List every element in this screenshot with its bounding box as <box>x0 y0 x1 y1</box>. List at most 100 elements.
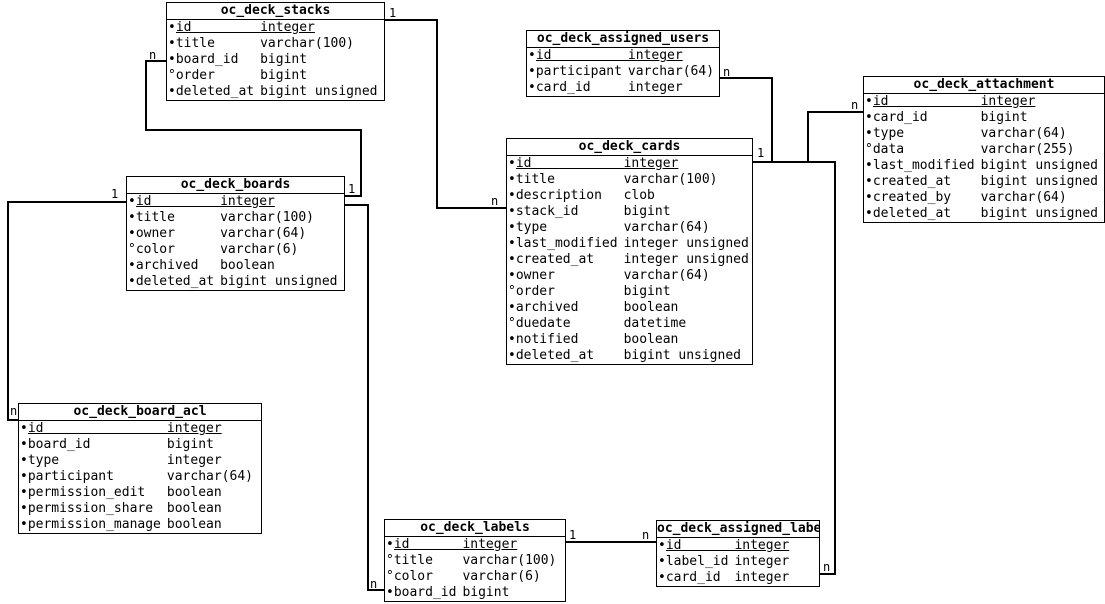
column-name: •permission_edit <box>20 485 146 500</box>
column-name: •stack_id <box>508 204 579 219</box>
column-type: bigint <box>623 204 671 219</box>
column-type: bigint <box>260 52 308 67</box>
column-type: varchar(100) <box>260 36 355 51</box>
table-title: oc_deck_assigned_users <box>527 31 719 48</box>
column-name: •deleted_at <box>128 274 215 289</box>
column-row-stack_id: •stack_id bigint <box>507 204 752 220</box>
table-title: oc_deck_stacks <box>167 3 384 20</box>
column-name: •archived <box>508 300 579 315</box>
relationship-line-cards-attachment <box>753 111 863 163</box>
cardinality-label: n <box>823 560 830 574</box>
relationship-line-stacks-cards <box>385 19 506 209</box>
column-type: integer unsigned <box>623 252 749 267</box>
table-oc_deck_assigned_labels[interactable]: oc_deck_assigned_labels•idinteger•label_… <box>656 520 820 587</box>
column-name: •deleted_at <box>865 206 952 221</box>
column-type: integer <box>166 453 222 468</box>
column-type: bigint unsigned <box>980 158 1098 173</box>
cardinality-label: n <box>723 65 730 79</box>
column-type: varchar(64) <box>623 220 710 235</box>
column-type: varchar(64) <box>627 64 715 79</box>
column-type: varchar(6) <box>220 242 299 257</box>
column-name: •last_modified <box>865 158 975 173</box>
column-type: integer <box>621 48 719 64</box>
column-name: •owner <box>508 268 555 283</box>
column-type: integer <box>728 538 819 554</box>
column-type: varchar(64) <box>220 226 307 241</box>
column-name: •participant <box>20 469 114 484</box>
column-name: •title <box>508 172 555 187</box>
column-type: clob <box>623 188 655 203</box>
relationship-line-boards-board_acl <box>7 201 126 421</box>
column-name: •created_by <box>865 190 952 205</box>
column-name: •notified <box>508 332 579 347</box>
column-type: boolean <box>166 485 222 500</box>
column-name: °title <box>386 553 433 568</box>
table-title: oc_deck_assigned_labels <box>657 521 819 538</box>
column-name: •board_id <box>168 52 239 67</box>
cardinality-label: n <box>851 98 858 112</box>
column-type: varchar(64) <box>623 268 710 283</box>
table-title: oc_deck_board_acl <box>19 404 261 421</box>
column-name: •card_id <box>658 570 721 585</box>
column-type: datetime <box>623 316 687 331</box>
column-type: varchar(100) <box>623 172 718 187</box>
column-type: bigint unsigned <box>980 206 1098 221</box>
cardinality-label: 1 <box>389 6 396 20</box>
column-name: •title <box>128 210 175 225</box>
column-name: •archived <box>128 258 199 273</box>
column-type: boolean <box>623 300 679 315</box>
column-type: integer <box>627 80 683 95</box>
column-row-duedate: °duedate datetime <box>507 316 752 332</box>
column-name: °duedate <box>508 316 571 331</box>
table-title: oc_deck_cards <box>507 139 752 156</box>
column-name: °order <box>168 68 215 83</box>
column-type: boolean <box>166 517 222 532</box>
column-type: integer <box>617 156 752 172</box>
column-type: bigint unsigned <box>623 348 741 363</box>
column-name: •id <box>507 156 618 172</box>
column-row-card_id: •card_id integer <box>527 80 719 96</box>
column-type: boolean <box>220 258 275 273</box>
column-name: °data <box>865 142 905 157</box>
column-row-board_id: •board_id bigint <box>167 52 384 68</box>
column-type: integer <box>734 554 790 569</box>
column-type: bigint unsigned <box>220 274 338 289</box>
column-name: •card_id <box>865 110 928 125</box>
column-name: •card_id <box>528 80 591 95</box>
cardinality-label: n <box>10 404 17 418</box>
column-name: •id <box>19 421 161 437</box>
column-name: •id <box>527 48 622 64</box>
column-name: •created_at <box>508 252 595 267</box>
column-type: integer unsigned <box>623 236 749 251</box>
column-name: •type <box>20 453 60 468</box>
